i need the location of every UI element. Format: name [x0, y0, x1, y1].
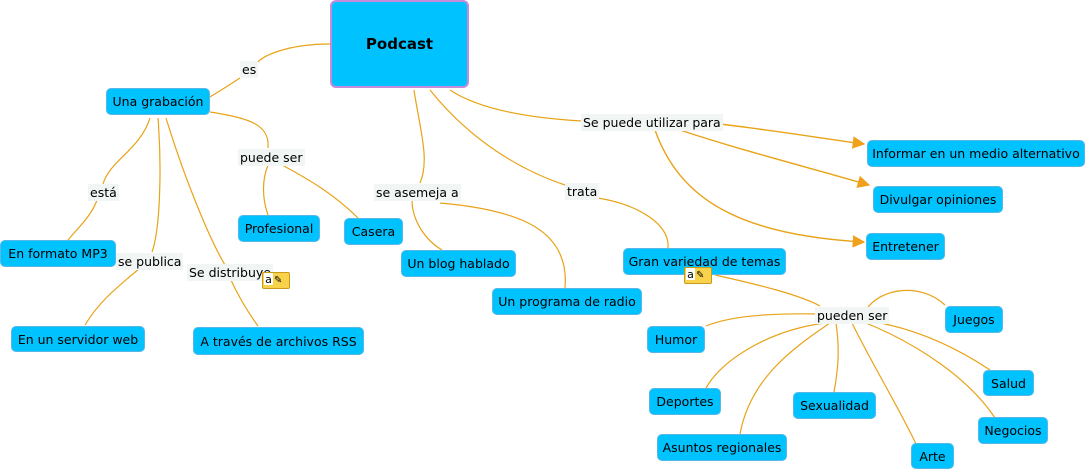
- link-puedeser-casera: [281, 164, 359, 219]
- link-es-grabacion: [209, 77, 241, 98]
- node-salud[interactable]: Salud: [983, 370, 1034, 396]
- link-sedistribuye-rss: [229, 277, 259, 327]
- node-label: En un servidor web: [17, 331, 139, 347]
- label-se-asemeja-a: se asemeja a: [374, 184, 461, 201]
- link-podcast-es: [254, 43, 331, 67]
- node-label: Deportes: [656, 394, 714, 409]
- link-grabacion-puedeser: [209, 111, 269, 149]
- link-grabacion-esta: [102, 117, 151, 185]
- label-pueden-ser: pueden ser: [815, 307, 890, 324]
- link-puedenser-negocios: [865, 322, 996, 419]
- node-asuntos-regionales[interactable]: Asuntos regionales: [657, 434, 787, 461]
- link-seasemeja-radio: [439, 202, 566, 289]
- node-label: Entretener: [872, 239, 939, 254]
- link-puedenser-arte: [851, 322, 917, 445]
- node-label: Sexualidad: [800, 398, 869, 413]
- link-puedenser-juegos: [865, 289, 946, 311]
- node-deportes[interactable]: Deportes: [649, 388, 721, 415]
- node-label: Asuntos regionales: [662, 440, 782, 455]
- root-node-podcast[interactable]: Podcast: [330, 0, 469, 88]
- link-seasemeja-blog: [411, 199, 443, 251]
- link-puedenser-deportes: [704, 322, 826, 391]
- node-label: Arte: [919, 448, 946, 464]
- pencil-icon: ✎: [274, 275, 283, 286]
- note-icon[interactable]: a ✎: [684, 267, 712, 284]
- node-label: Gran variedad de temas: [628, 254, 781, 269]
- link-puedenser-salud: [874, 321, 991, 371]
- node-casera[interactable]: Casera: [344, 218, 403, 245]
- link-puedenser-humor: [705, 313, 819, 327]
- link-seutilizar-informar: [719, 123, 866, 149]
- link-variedad-puedenser: [714, 274, 821, 307]
- note-letter-icon: a: [264, 273, 273, 286]
- node-label: En formato MP3: [8, 246, 108, 261]
- link-puedenser-sexualidad: [833, 322, 839, 393]
- link-esta-mp3: [67, 199, 98, 241]
- node-negocios[interactable]: Negocios: [978, 417, 1048, 444]
- node-sexualidad[interactable]: Sexualidad: [793, 392, 876, 419]
- node-label: Un programa de radio: [498, 294, 636, 309]
- note-icon[interactable]: a ✎: [262, 272, 290, 289]
- link-podcast-trata: [429, 89, 566, 186]
- node-label: A través de archivos RSS: [200, 333, 357, 349]
- node-label: Un blog hablado: [407, 256, 510, 271]
- link-trata-variedad: [597, 197, 669, 249]
- link-grabacion-sepublica: [151, 117, 161, 253]
- node-divulgar[interactable]: Divulgar opiniones: [873, 186, 1003, 213]
- node-label: Una grabación: [112, 94, 204, 109]
- pencil-icon: ✎: [696, 270, 705, 281]
- node-label: Casera: [351, 224, 396, 239]
- link-podcast-seasemeja: [413, 89, 425, 184]
- node-label: Juegos: [953, 312, 995, 327]
- link-seutilizar-divulgar: [679, 129, 871, 188]
- link-grabacion-sedistribuye: [165, 117, 226, 266]
- node-servidor-web[interactable]: En un servidor web: [11, 326, 145, 352]
- node-label: Humor: [654, 332, 698, 347]
- note-letter-icon: a: [686, 268, 695, 281]
- node-label: Salud: [991, 375, 1026, 391]
- label-esta: está: [88, 184, 119, 201]
- label-se-publica: se publica: [116, 253, 184, 270]
- link-puedenser-asuntos: [739, 322, 831, 435]
- node-label: Negocios: [984, 423, 1042, 438]
- link-seutilizar-entretener: [654, 129, 866, 248]
- node-profesional[interactable]: Profesional: [238, 215, 320, 242]
- root-label: Podcast: [365, 35, 434, 53]
- node-blog-hablado[interactable]: Un blog hablado: [401, 250, 516, 277]
- label-es: es: [240, 61, 259, 78]
- link-puedeser-profesional: [262, 164, 269, 216]
- node-archivos-rss[interactable]: A través de archivos RSS: [193, 327, 364, 355]
- link-podcast-seutilizar: [449, 89, 583, 122]
- node-arte[interactable]: Arte: [911, 443, 954, 469]
- node-una-grabacion[interactable]: Una grabación: [106, 88, 210, 115]
- node-juegos[interactable]: Juegos: [945, 306, 1003, 333]
- label-trata: trata: [565, 183, 600, 200]
- node-label: Divulgar opiniones: [879, 192, 997, 207]
- node-formato-mp3[interactable]: En formato MP3: [0, 240, 116, 267]
- label-se-distribuye: Se distribuye: [187, 264, 273, 281]
- node-label: Informar en un medio alternativo: [872, 146, 1080, 161]
- node-entretener[interactable]: Entretener: [866, 233, 945, 260]
- node-humor[interactable]: Humor: [647, 326, 705, 353]
- node-programa-radio[interactable]: Un programa de radio: [492, 288, 642, 315]
- link-sepublica-servidor: [84, 267, 141, 326]
- label-se-puede-utilizar: Se puede utilizar para: [581, 114, 723, 131]
- node-label: Profesional: [244, 221, 314, 236]
- label-puede-ser: puede ser: [238, 149, 305, 166]
- node-informar[interactable]: Informar en un medio alternativo: [867, 140, 1085, 167]
